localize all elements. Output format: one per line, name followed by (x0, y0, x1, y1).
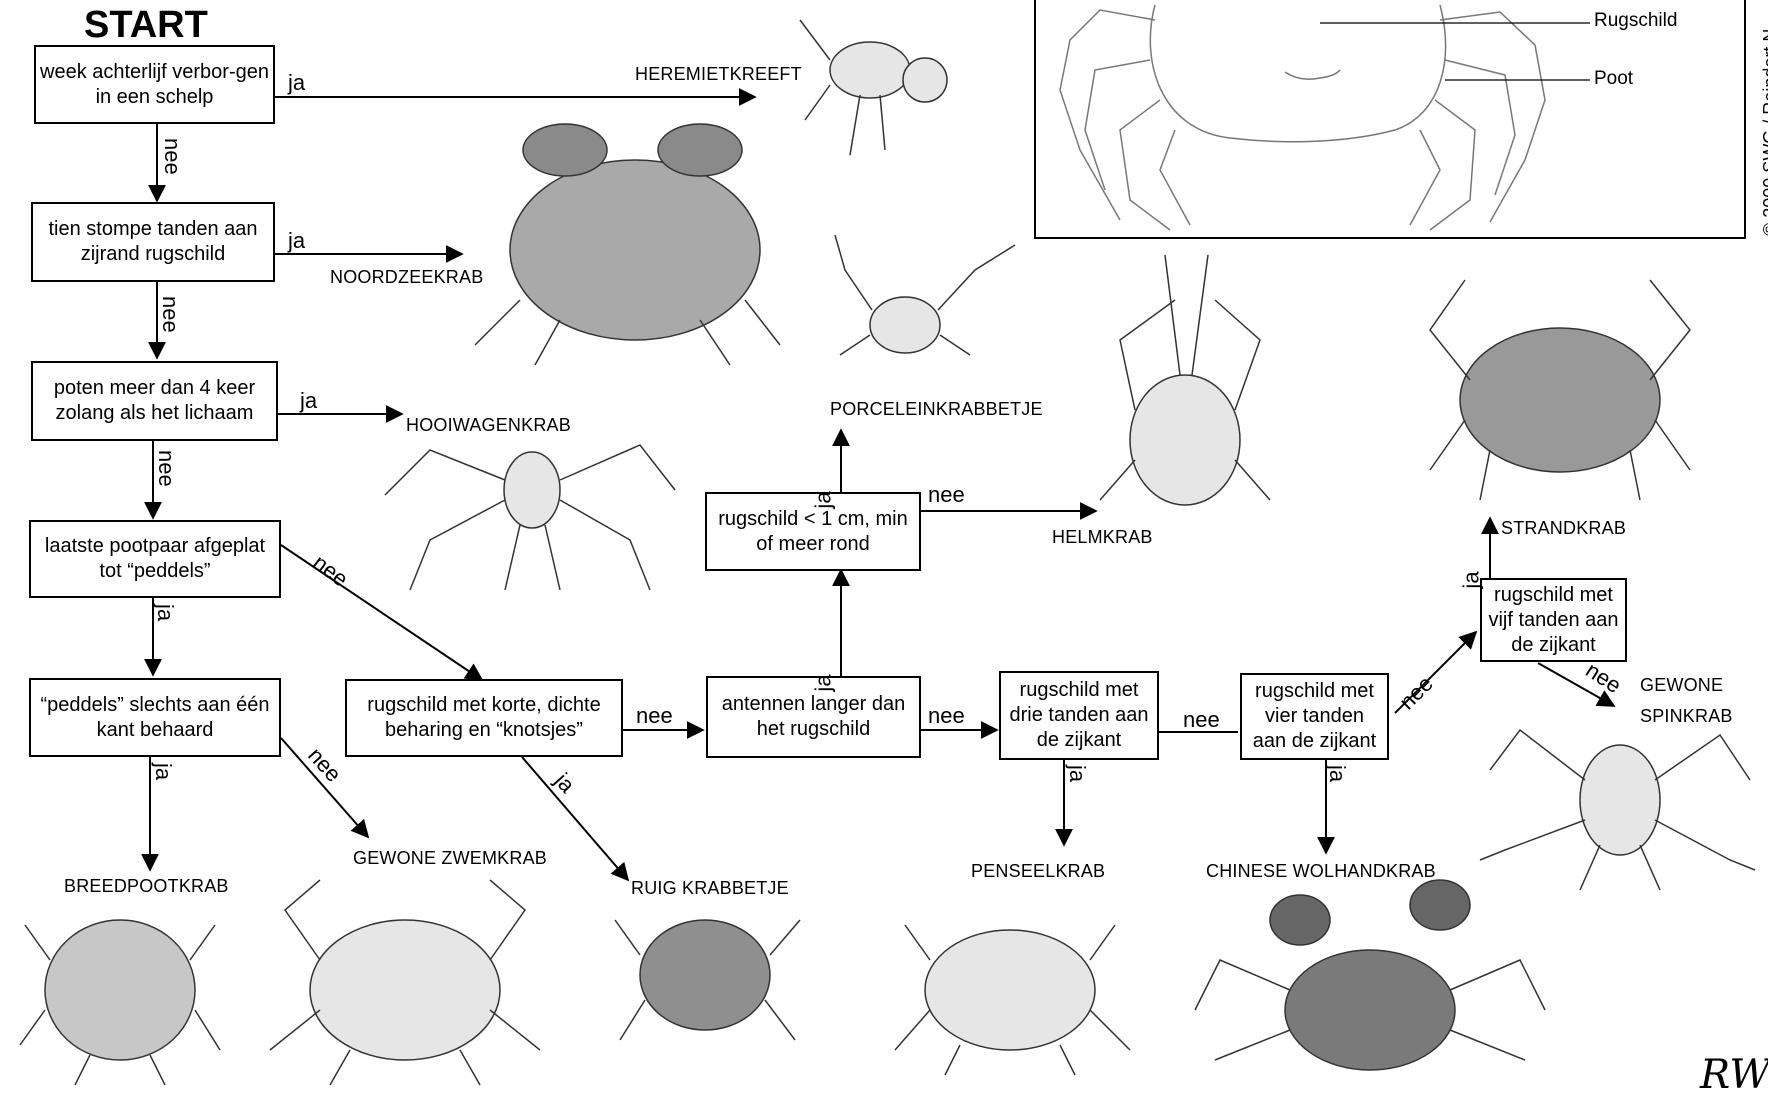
answer-q3-nee: nee (153, 450, 179, 487)
question-box-2: tien stompe tanden aan zijrand rugschild (31, 202, 275, 282)
breedpootkrab-illustration (20, 920, 220, 1085)
answer-q8-nee: nee (928, 482, 965, 508)
question-box-6: rugschild met korte, dichte beharing en … (345, 679, 623, 757)
question-box-11: rugschild met vijf tanden aan de zijkant (1480, 578, 1627, 662)
question-box-5: “peddels” slechts aan één kant behaard (29, 678, 281, 757)
answer-q4-ja: ja (152, 604, 178, 621)
ruig-krabbetje-illustration (615, 920, 800, 1040)
question-box-10: rugschild met vier tanden aan de zijkant (1240, 673, 1389, 760)
answer-q2-ja: ja (288, 228, 305, 254)
artist-signature: RW (1700, 1052, 1768, 1098)
answer-q7-nee: nee (928, 703, 965, 729)
species-chinese-wolhandkrab: CHINESE WOLHANDKRAB (1206, 861, 1436, 882)
answer-q3-ja: ja (300, 388, 317, 414)
helmkrab-illustration (1100, 255, 1270, 505)
copyright-text: © 2000 SWG / Reindert N (1760, 29, 1768, 236)
answer-q11-ja: ja (1459, 571, 1485, 588)
start-title: START (84, 4, 208, 47)
species-helmkrab: HELMKRAB (1052, 527, 1153, 548)
chinese-wolhandkrab-illustration (1195, 880, 1545, 1070)
answer-q8-ja: ja (811, 491, 837, 508)
answer-q6-nee: nee (636, 703, 673, 729)
question-box-9: rugschild met drie tanden aan de zijkant (999, 671, 1159, 760)
answer-q7-ja: ja (811, 674, 837, 691)
label-leg: Poot (1594, 68, 1633, 90)
question-box-1: week achterlijf verbor-gen in een schelp (34, 45, 275, 124)
question-box-3: poten meer dan 4 keer zolang als het lic… (31, 361, 278, 441)
species-breedpootkrab: BREEDPOOTKRAB (64, 876, 229, 897)
species-penseelkrab: PENSEELKRAB (971, 861, 1105, 882)
penseelkrab-illustration (895, 925, 1130, 1075)
species-noordzeekrab: NOORDZEEKRAB (330, 267, 483, 288)
answer-q1-nee: nee (159, 138, 185, 175)
label-carapace: Rugschild (1594, 10, 1677, 32)
gewone-zwemkrab-illustration (270, 880, 540, 1085)
species-strandkrab: STRANDKRAB (1501, 518, 1626, 539)
answer-q9-nee: nee (1183, 707, 1220, 733)
hooiwagenkrab-illustration (385, 445, 675, 590)
question-box-4: laatste pootpaar afgeplat tot “peddels” (29, 520, 281, 598)
species-hooiwagenkrab: HOOIWAGENKRAB (406, 415, 571, 436)
answer-q1-ja: ja (288, 70, 305, 96)
noordzeekrab-illustration (475, 124, 780, 365)
answer-q2-nee: nee (157, 296, 183, 333)
strandkrab-illustration (1430, 280, 1690, 500)
species-porceleinkrabbetje: PORCELEINKRABBETJE (830, 399, 1043, 420)
gewone-spinkrab-illustration (1480, 730, 1755, 890)
species-gewone-spinkrab-line1: GEWONE (1640, 675, 1723, 696)
answer-q5-ja: ja (150, 763, 176, 780)
species-ruig-krabbetje: RUIG KRABBETJE (631, 878, 789, 899)
answer-q9-ja: ja (1064, 765, 1090, 782)
species-heremietkreeft: HEREMIETKREEFT (635, 64, 802, 85)
species-gewone-zwemkrab: GEWONE ZWEMKRAB (353, 848, 547, 869)
porceleinkrabbetje-illustration (835, 235, 1015, 355)
anatomy-inset (1035, 0, 1745, 238)
answer-q10-ja: ja (1324, 765, 1350, 782)
heremietkreeft-illustration (800, 20, 947, 155)
species-gewone-spinkrab-line2: SPINKRAB (1640, 706, 1733, 727)
